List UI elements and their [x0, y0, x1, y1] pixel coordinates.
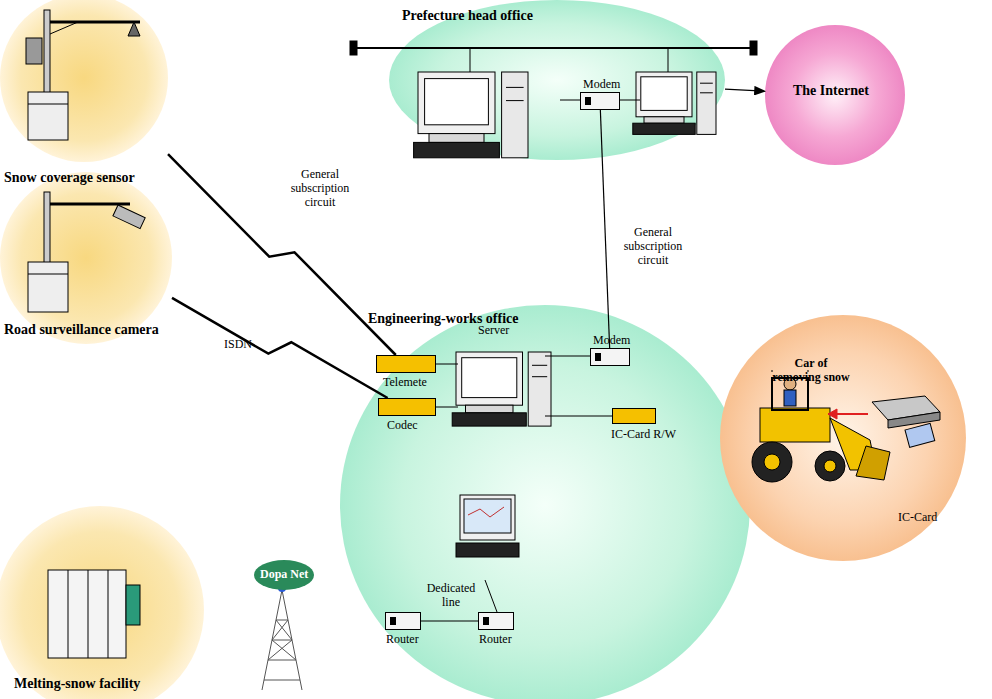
node-text: Prefecture head office — [402, 8, 533, 24]
edge-label: General subscription circuit — [275, 168, 365, 209]
node-text: Modem — [593, 334, 630, 348]
region-ellipse: Prefecture head officeModem — [390, 0, 725, 160]
office-wiring — [436, 100, 640, 612]
node-text: Snow coverage sensor — [4, 170, 135, 186]
region-ellipse: Car of removing snowIC-Card — [720, 315, 966, 561]
device-led — [595, 353, 601, 361]
region-ellipse: Dopa Net — [254, 560, 314, 590]
region-ellipse: Road surveillance camera — [0, 172, 172, 344]
node-text: Telemete — [383, 376, 427, 390]
car-ground — [720, 315, 966, 561]
node-text: Car of removing snow — [772, 357, 850, 385]
edge-label: ISDN — [218, 338, 258, 352]
network-device: Router — [385, 612, 421, 630]
camera-ground — [0, 172, 172, 344]
snow-loader — [752, 370, 890, 482]
sensor-pole — [26, 10, 140, 140]
device-led — [390, 617, 396, 625]
prefecture-ground — [389, 0, 725, 160]
node-text: Router — [386, 633, 419, 647]
device-box: Telemete — [376, 355, 436, 373]
node-text: Melting-snow facility — [14, 676, 140, 692]
sensor-ground — [0, 0, 168, 162]
connector — [600, 110, 609, 348]
connector — [168, 154, 396, 355]
network-device: Router — [478, 612, 514, 630]
melting-facility — [48, 570, 140, 658]
node-text: IC-Card — [898, 511, 937, 525]
bus-line — [350, 41, 757, 72]
node-text: Codec — [387, 419, 418, 433]
connector — [172, 298, 388, 398]
connector — [725, 89, 765, 91]
ic-card-reader — [828, 396, 940, 447]
device-led — [585, 97, 591, 105]
region-ellipse: Snow coverage sensor — [0, 0, 168, 160]
device-led — [483, 617, 489, 625]
device-box: Codec — [378, 398, 436, 416]
edge-label: Dedicated line — [418, 582, 484, 610]
edge-label: General subscription circuit — [608, 226, 698, 267]
node-text: IC-Card R/W — [611, 428, 676, 442]
radio-tower — [262, 584, 302, 690]
node-text: Dopa Net — [260, 568, 308, 582]
connector — [421, 620, 478, 621]
internet-ground — [765, 25, 905, 165]
region-ellipse: Melting-snow facility — [0, 506, 204, 699]
network-device: Modem — [590, 348, 630, 366]
node-text: The Internet — [793, 83, 869, 99]
region-ellipse: The Internet — [765, 25, 905, 165]
camera-pole — [28, 192, 145, 312]
node-text: Router — [479, 633, 512, 647]
office-ground — [340, 305, 750, 699]
node-text: Road surveillance camera — [4, 322, 159, 338]
node-text: Modem — [583, 78, 620, 92]
device-box: IC-Card R/W — [612, 408, 656, 424]
computer-node: Server — [450, 340, 550, 448]
network-device: Modem — [580, 92, 620, 110]
melting-ground — [0, 506, 204, 699]
node-text: Server — [478, 324, 509, 338]
